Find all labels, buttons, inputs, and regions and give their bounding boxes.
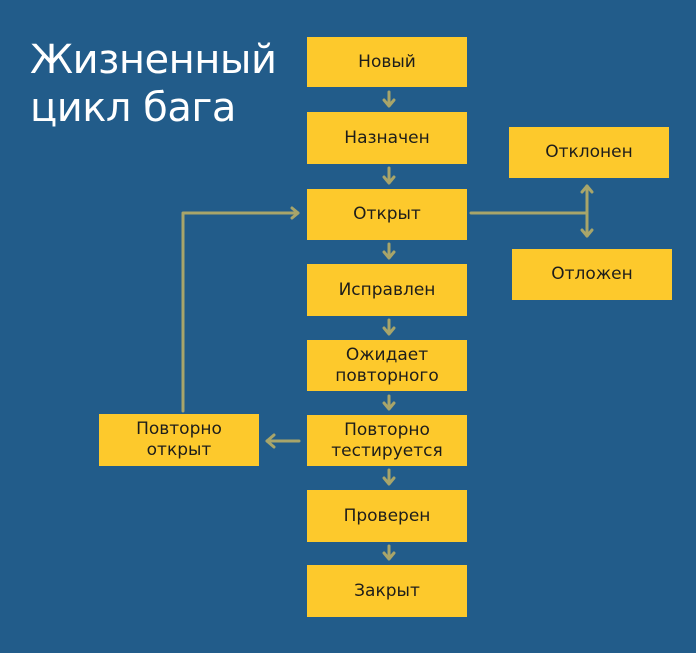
diagram-title-line-2: цикл бага — [30, 85, 236, 131]
arrow-retest-to-verified — [382, 468, 396, 486]
arrow-retest-to-reopened — [265, 433, 301, 449]
node-fixed: Исправлен — [307, 264, 467, 316]
arrow-verified-to-closed — [382, 544, 396, 561]
node-assigned: Назначен — [307, 112, 467, 164]
arrow-assigned-to-open — [382, 166, 396, 185]
arrow-reopened-to-open — [181, 206, 300, 413]
arrow-open-to-rejected-deferred — [469, 184, 594, 238]
diagram-title-line-1: Жизненный — [30, 37, 277, 83]
node-reopened: Повторно открыт — [99, 414, 259, 466]
diagram-title: Жизненный цикл бага — [30, 36, 280, 132]
arrow-fixed-to-pending — [382, 318, 396, 336]
node-rejected: Отклонен — [509, 127, 669, 178]
node-verified: Проверен — [307, 490, 467, 542]
node-new: Новый — [307, 37, 467, 87]
node-closed: Закрыт — [307, 565, 467, 617]
node-pending-retest: Ожидает повторного — [307, 340, 467, 391]
node-deferred: Отложен — [512, 249, 672, 300]
arrow-open-to-fixed — [382, 242, 396, 260]
arrow-new-to-assigned — [382, 90, 396, 108]
node-open: Открыт — [307, 189, 467, 240]
node-retest: Повторно тестируется — [307, 415, 467, 466]
arrow-pending-to-retest — [382, 394, 396, 411]
